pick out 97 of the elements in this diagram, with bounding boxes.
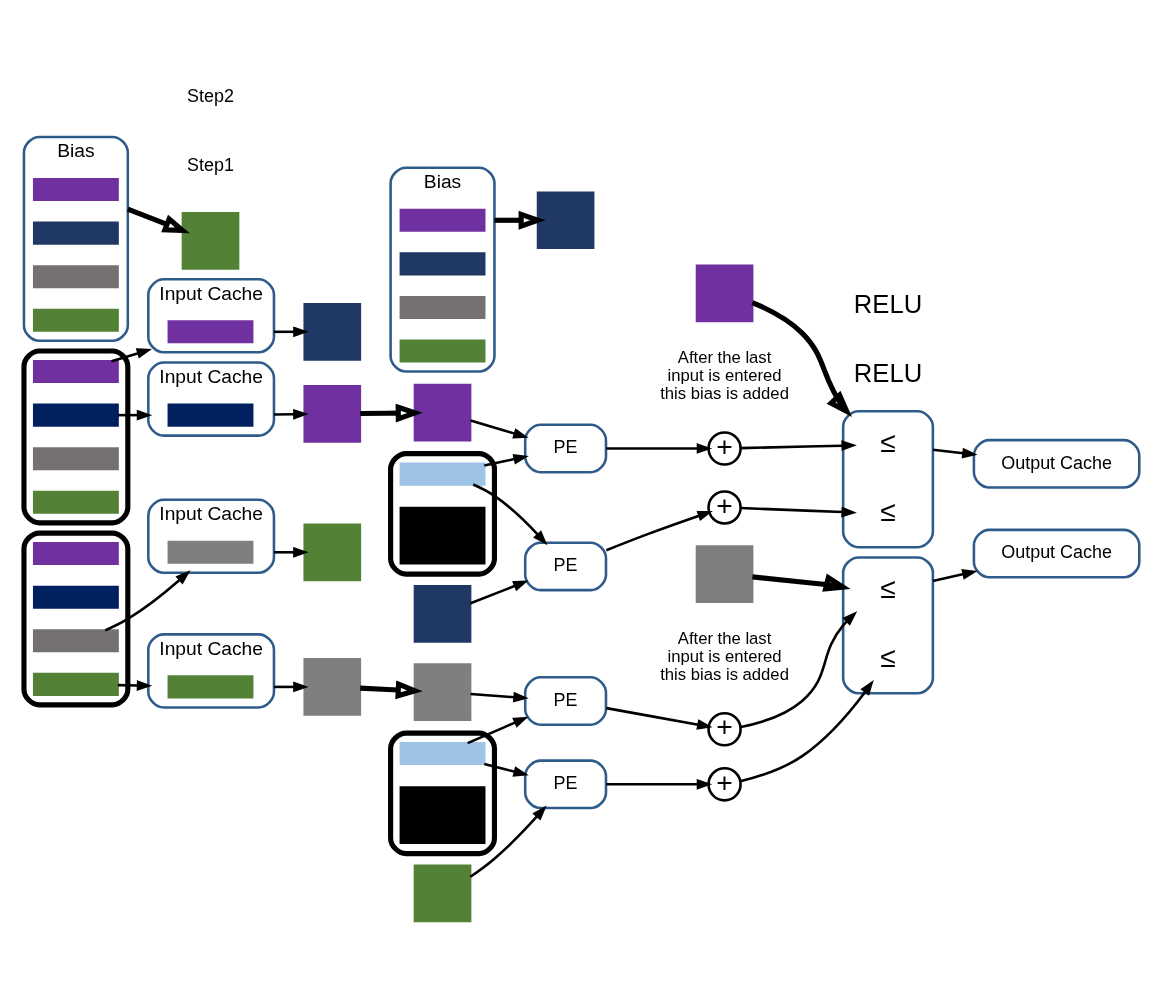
cluster xyxy=(21,530,131,707)
arrow xyxy=(740,679,874,782)
node-text: ≤ xyxy=(880,571,896,604)
cluster: Bias xyxy=(22,135,130,342)
label: Step2 xyxy=(187,85,234,106)
node-bar xyxy=(399,506,486,564)
node-bar xyxy=(399,339,486,363)
node-box xyxy=(695,544,754,603)
node-box: PE xyxy=(523,422,608,473)
node-box xyxy=(303,302,362,361)
cluster xyxy=(388,730,497,856)
arrow xyxy=(606,706,713,730)
node-box: Output Cache xyxy=(972,528,1141,579)
node-bar xyxy=(32,403,119,427)
arrow xyxy=(932,568,978,582)
node-bar xyxy=(167,319,254,343)
cluster: Input Cache xyxy=(147,277,276,354)
node-text: ≤ xyxy=(880,494,896,527)
node-circle: + xyxy=(707,489,742,525)
arrow xyxy=(467,716,529,744)
node-box: PE xyxy=(523,675,608,726)
node-bar xyxy=(32,264,119,288)
node-bar xyxy=(32,585,119,609)
node-bar xyxy=(167,403,254,427)
node-box xyxy=(303,522,362,581)
node-box: PE xyxy=(523,758,608,809)
arrow xyxy=(273,325,309,337)
cluster: Input Cache xyxy=(147,360,276,437)
cluster xyxy=(21,347,131,525)
node-box xyxy=(303,384,362,443)
cluster: Input Cache xyxy=(147,497,276,574)
node-bar xyxy=(32,628,119,652)
node-bar xyxy=(399,462,486,486)
arrow xyxy=(606,778,713,790)
node-circle: + xyxy=(707,711,742,746)
arrow xyxy=(470,691,529,703)
node-bar xyxy=(399,295,486,319)
node-label: After the last input is entered this bias is added xyxy=(660,628,789,684)
arrow xyxy=(126,206,190,233)
arrow xyxy=(740,506,857,517)
node-bar xyxy=(32,308,119,332)
arrow xyxy=(469,805,547,878)
node-box xyxy=(303,657,362,716)
arrow xyxy=(360,403,423,423)
arrow xyxy=(470,580,529,604)
node-bar xyxy=(32,490,119,514)
node-box: Output Cache xyxy=(972,438,1141,489)
arrow xyxy=(494,210,546,230)
node-box xyxy=(695,264,754,322)
arrow xyxy=(470,418,529,439)
arrow xyxy=(740,610,858,728)
node-box xyxy=(413,383,472,441)
node-box xyxy=(536,190,595,249)
arrow xyxy=(117,679,153,691)
node-bar xyxy=(167,674,254,698)
cluster xyxy=(388,450,497,577)
arrow xyxy=(484,453,529,467)
arrow xyxy=(606,442,713,454)
node-bar xyxy=(32,359,119,383)
arrow xyxy=(111,347,153,362)
node-box xyxy=(413,863,472,922)
label: RELU xyxy=(853,289,923,318)
node-bar xyxy=(32,177,119,201)
arrow xyxy=(605,510,713,551)
arrow xyxy=(117,409,153,421)
arrow xyxy=(360,679,423,699)
node-box: PE xyxy=(523,540,608,591)
node-box xyxy=(413,662,472,721)
node-bar xyxy=(399,741,486,765)
node-box xyxy=(181,211,240,270)
node-text: ≤ xyxy=(880,640,896,673)
arrow xyxy=(273,546,309,558)
node-bar xyxy=(32,541,119,565)
label: Step1 xyxy=(187,154,234,175)
cluster: Input Cache xyxy=(147,632,276,709)
node-label: After the last input is entered this bias is added xyxy=(660,347,789,403)
arrow xyxy=(932,447,978,458)
node-bar xyxy=(32,672,119,696)
arrow xyxy=(752,573,851,592)
node-bar xyxy=(399,785,486,844)
node-circle: + xyxy=(707,430,742,466)
arrow xyxy=(273,681,309,692)
label: RELU xyxy=(853,358,923,387)
node-bar xyxy=(32,221,119,245)
arrow xyxy=(104,569,191,632)
arrow xyxy=(273,408,309,420)
node-bar xyxy=(399,208,486,232)
cluster: Bias xyxy=(389,165,496,373)
node-bar xyxy=(32,446,119,470)
node-bar xyxy=(399,251,486,275)
node-bar xyxy=(167,540,254,564)
node-circle: + xyxy=(707,766,742,802)
node-box xyxy=(413,584,472,643)
arrow xyxy=(751,299,852,417)
arrow xyxy=(472,482,548,545)
arrow xyxy=(740,439,857,451)
node-text: ≤ xyxy=(880,425,896,458)
